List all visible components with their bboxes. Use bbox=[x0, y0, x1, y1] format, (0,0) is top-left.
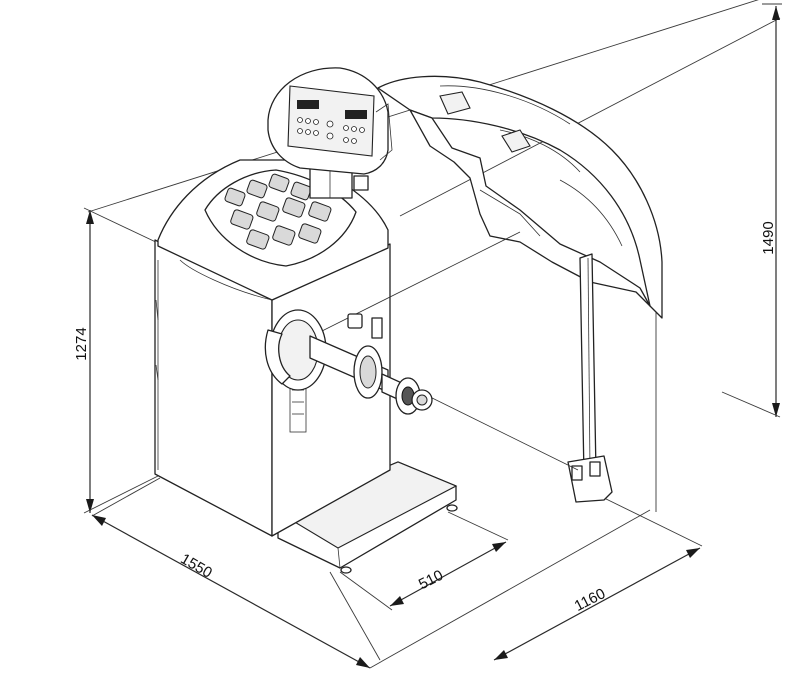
balancing-shaft bbox=[264, 309, 433, 415]
dim-label-1160: 1160 bbox=[572, 585, 608, 615]
dim-label-1490: 1490 bbox=[760, 221, 777, 254]
dimension-labels: 1490 1274 1550 510 1160 bbox=[73, 221, 777, 615]
dim-1274-line bbox=[83, 207, 161, 514]
dim-1490-line bbox=[721, 3, 782, 418]
wheel-guard bbox=[377, 75, 663, 319]
tray-compartments bbox=[224, 173, 332, 250]
dim-label-1274: 1274 bbox=[73, 327, 90, 360]
display-panel bbox=[267, 67, 393, 175]
dim-1550-line bbox=[91, 509, 651, 669]
balancer-machine bbox=[154, 67, 663, 574]
dim-510-line bbox=[339, 511, 509, 611]
dim-1160-line bbox=[493, 278, 703, 661]
base-plate bbox=[276, 461, 458, 574]
dimension-lines bbox=[83, 0, 782, 669]
dim-label-1550: 1550 bbox=[178, 550, 215, 581]
guard-support-arm bbox=[567, 253, 613, 503]
